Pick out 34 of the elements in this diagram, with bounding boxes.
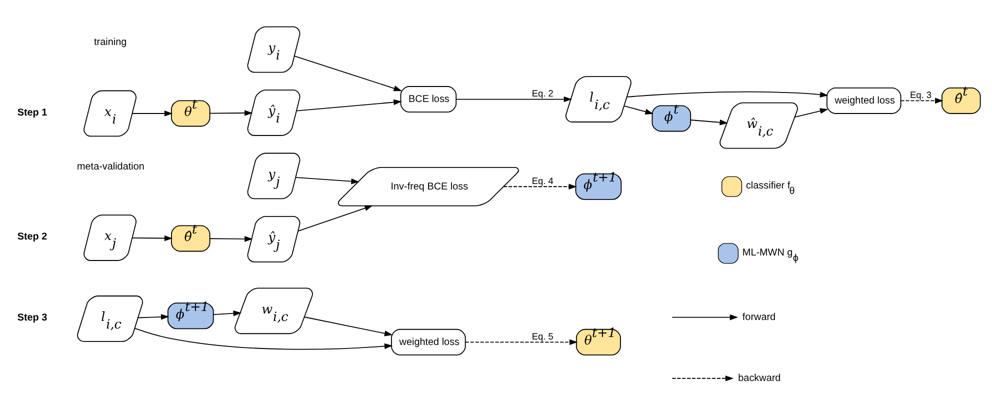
arrow bbox=[794, 108, 828, 118]
arrow bbox=[456, 96, 572, 102]
label: training bbox=[94, 37, 127, 48]
label: Step 3 bbox=[17, 312, 48, 324]
arrow bbox=[296, 99, 402, 112]
legend-label: backward bbox=[738, 373, 781, 384]
node-box: weighted loss bbox=[826, 87, 902, 114]
edge-label: Eq. 2 bbox=[532, 88, 554, 99]
arrow bbox=[465, 339, 578, 346]
node-box: weighted loss bbox=[391, 328, 466, 356]
arrow bbox=[690, 120, 728, 126]
arrow bbox=[298, 205, 373, 232]
arrow bbox=[213, 310, 242, 316]
edge-label: Eq. 4 bbox=[532, 176, 554, 186]
arrow bbox=[138, 314, 170, 320]
label: meta-validation bbox=[77, 161, 144, 172]
arrow bbox=[134, 328, 393, 350]
arrow bbox=[209, 236, 253, 242]
node-box: BCE loss bbox=[400, 86, 457, 113]
arrow bbox=[503, 184, 577, 190]
arrow bbox=[294, 56, 402, 92]
arrow bbox=[132, 110, 173, 116]
label: Step 1 bbox=[17, 107, 48, 118]
arrow bbox=[304, 316, 393, 336]
arrow bbox=[626, 91, 828, 98]
legend-label: forward bbox=[742, 312, 776, 323]
arrow bbox=[624, 106, 654, 114]
edge-label: Eq. 5 bbox=[532, 332, 554, 342]
arrow bbox=[132, 235, 173, 242]
label: Step 2 bbox=[17, 232, 48, 243]
arrow bbox=[295, 177, 360, 184]
edge-label: Eq. 3 bbox=[910, 90, 932, 100]
arrow bbox=[209, 110, 253, 116]
arrow bbox=[900, 98, 944, 104]
